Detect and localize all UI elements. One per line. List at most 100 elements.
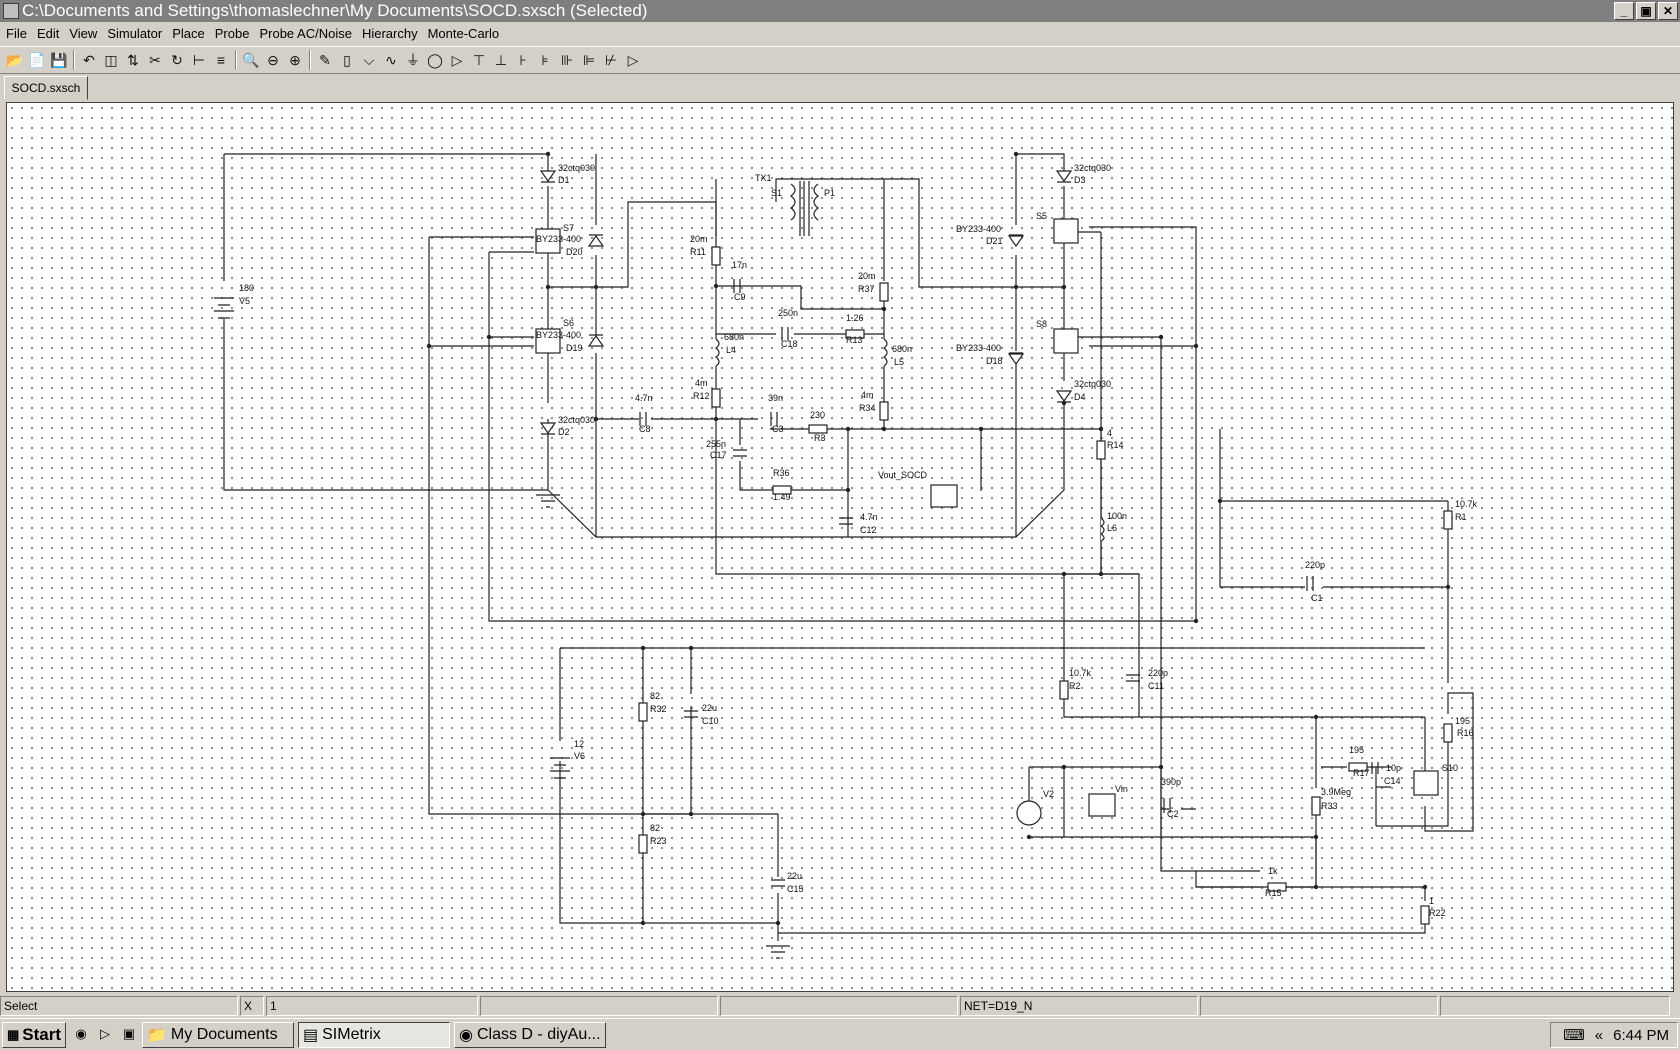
schematic-label: R15 <box>1265 888 1282 898</box>
maximize-button[interactable]: ▣ <box>1636 2 1656 20</box>
toolbar-separator <box>309 50 311 70</box>
menu-view[interactable]: View <box>69 25 98 41</box>
schematic-label: Vout_SOCD <box>878 470 928 480</box>
menu-file[interactable]: File <box>6 25 27 41</box>
schematic-label: 22u <box>787 871 802 881</box>
wire-icon[interactable]: ⊢ <box>192 51 206 68</box>
media-icon[interactable]: ▷ <box>100 1025 110 1041</box>
npn-icon[interactable]: ⊤ <box>472 51 486 68</box>
status-x-value: 1 <box>266 996 478 1016</box>
title-bar[interactable]: C:\Documents and Settings\thomaslechner\… <box>0 0 1680 22</box>
save-icon[interactable]: 💾 <box>50 51 68 68</box>
schematic-label: R37 <box>858 284 875 294</box>
schematic-label: D3 <box>1074 175 1086 185</box>
open-icon[interactable]: 📂 <box>6 51 24 68</box>
schematic-label: R1 <box>1455 512 1467 522</box>
tab-socd[interactable]: SOCD.sxsch <box>4 76 88 100</box>
bus-icon[interactable]: ≡ <box>216 52 226 68</box>
pnp-icon[interactable]: ⊥ <box>494 51 508 68</box>
schematic-label: 220p <box>1148 668 1168 678</box>
menu-bar: File Edit View Simulator Place Probe Pro… <box>0 22 1680 44</box>
schematic-label: 255n <box>706 439 726 449</box>
schematic-label: R32 <box>650 704 667 714</box>
schematic-label: S5 <box>1036 211 1047 221</box>
schematic-label: C1 <box>1311 593 1323 603</box>
tline-icon[interactable]: ⊬ <box>604 51 618 68</box>
schematic-label: C18 <box>781 339 798 349</box>
schematic-label: 180 <box>239 283 254 293</box>
pmos-icon[interactable]: ⊧ <box>541 51 549 68</box>
ground-icon[interactable]: ⏚ <box>406 52 420 68</box>
schematic-label: 390p <box>1161 777 1181 787</box>
source-icon[interactable]: ◯ <box>427 51 443 68</box>
rotate-icon[interactable]: ↻ <box>171 51 183 68</box>
schematic-label: D18 <box>986 356 1003 366</box>
schematic-label: C2 <box>1167 809 1179 819</box>
schematic-label: 32ctq030 <box>1074 163 1111 173</box>
menu-simulator[interactable]: Simulator <box>107 25 163 41</box>
ie-icon[interactable]: ◉ <box>75 1025 87 1041</box>
schematic-label: 20m <box>690 234 708 244</box>
task-simetrix[interactable]: ▤SIMetrix <box>298 1021 450 1048</box>
task-label: Class D - diyAu... <box>476 1025 601 1043</box>
status-pane-empty-1 <box>480 996 718 1016</box>
schematic-label: TX1 <box>755 173 772 183</box>
desktop-icon[interactable]: ▣ <box>122 1025 136 1041</box>
taskbar: ▦Start ◉ ▷ ▣ 📁My Documents ▤SIMetrix ◉Cl… <box>0 1018 1680 1050</box>
minimize-button[interactable]: _ <box>1614 2 1634 20</box>
undo-icon[interactable]: ↶ <box>83 51 95 68</box>
schematic-label: 4m <box>861 390 874 400</box>
schematic-label: L5 <box>894 357 904 367</box>
new-icon[interactable]: 📄 <box>28 51 46 68</box>
diode-icon[interactable]: ▷ <box>451 51 463 68</box>
schematic-label: C15 <box>787 884 804 894</box>
window-title: C:\Documents and Settings\thomaslechner\… <box>22 1 648 20</box>
schematic-label: R34 <box>859 403 876 413</box>
schematic-label: 3.9Meg <box>1321 787 1351 797</box>
schematic-label: R14 <box>1107 440 1124 450</box>
schematic-label: R17 <box>1353 768 1370 778</box>
document-tabs: SOCD.sxsch <box>0 76 1680 100</box>
schematic-label: 4.7n <box>860 512 878 522</box>
nmos-icon[interactable]: ⊦ <box>519 51 527 68</box>
schematic-label: 10.7k <box>1455 499 1478 509</box>
schematic-label: 1.49 <box>773 492 791 502</box>
keyboard-icon[interactable]: ⌨ <box>1563 1027 1585 1044</box>
cut-icon[interactable]: ✂ <box>149 51 161 68</box>
schematic-label: R11 <box>690 247 706 257</box>
task-my-documents[interactable]: 📁My Documents <box>142 1021 294 1048</box>
resistor-icon[interactable]: ▯ <box>343 51 351 68</box>
status-net: NET=D19_N <box>960 996 1198 1016</box>
menu-probe-ac-noise[interactable]: Probe AC/Noise <box>259 25 352 41</box>
schematic-label: D1 <box>558 175 570 185</box>
task-class-d[interactable]: ◉Class D - diyAu... <box>454 1021 606 1048</box>
menu-place[interactable]: Place <box>172 25 205 41</box>
inductor-icon[interactable]: ∿ <box>385 51 397 68</box>
zoom-in-icon[interactable]: ⊕ <box>289 51 301 68</box>
close-button[interactable]: ✕ <box>1658 2 1678 20</box>
mirror-icon[interactable]: ◫ <box>104 51 118 68</box>
zoom-full-icon[interactable]: 🔍 <box>242 51 260 68</box>
menu-edit[interactable]: Edit <box>36 25 60 41</box>
switch-icon[interactable]: ⊪ <box>560 51 574 68</box>
schematic-label: R16 <box>1457 728 1474 738</box>
schematic-label: S6 <box>563 318 574 328</box>
opamp-icon[interactable]: ▷ <box>627 51 639 68</box>
schematic-label: 250n <box>778 308 798 318</box>
menu-hierarchy[interactable]: Hierarchy <box>361 25 418 41</box>
start-button[interactable]: ▦Start <box>2 1021 66 1048</box>
tray-chevron[interactable]: « <box>1594 1026 1604 1044</box>
zoom-out-icon[interactable]: ⊖ <box>267 51 279 68</box>
pen-icon[interactable]: ✎ <box>319 51 331 68</box>
schematic-label: 20m <box>858 271 876 281</box>
schematic-label: V2 <box>1043 789 1054 799</box>
menu-monte-carlo[interactable]: Monte-Carlo <box>427 25 500 41</box>
schematic-label: C14 <box>1384 776 1401 786</box>
menu-probe[interactable]: Probe <box>214 25 250 41</box>
schematic-label: 82 <box>650 691 660 701</box>
capacitor-icon[interactable]: ⌵ <box>363 51 375 68</box>
transformer-icon[interactable]: ⊫ <box>582 51 596 68</box>
schematic-label: S8 <box>1036 319 1047 329</box>
flip-icon[interactable]: ⇅ <box>127 51 139 68</box>
